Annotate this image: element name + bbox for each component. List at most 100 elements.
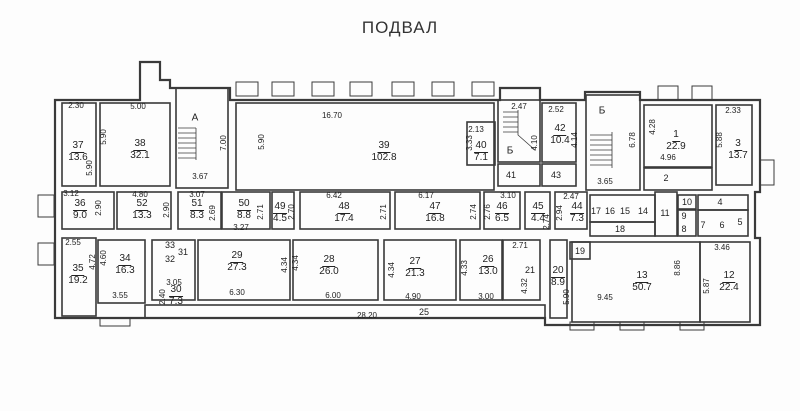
room-area: 6.5 bbox=[495, 212, 509, 224]
room-number: 15 bbox=[619, 206, 631, 216]
room-number: 29 bbox=[230, 250, 244, 263]
dimension-label: 4.34 bbox=[387, 262, 396, 278]
dimension-label: 2.13 bbox=[468, 125, 484, 134]
room-number: 4 bbox=[717, 197, 723, 207]
dimension-label: 2.74 bbox=[469, 204, 478, 220]
room-number: 34 bbox=[118, 253, 132, 266]
room-number: 12 bbox=[722, 270, 736, 283]
dimension-label: 2.71 bbox=[512, 241, 528, 250]
room-number: 10 bbox=[681, 197, 693, 207]
room-number: 11 bbox=[660, 208, 670, 218]
room-area: 50.7 bbox=[632, 281, 652, 293]
staircase-label: Б bbox=[598, 105, 606, 117]
dimension-label: 28.20 bbox=[356, 311, 378, 320]
dimension-label: 2.90 bbox=[94, 200, 103, 216]
dimension-label: 3.07 bbox=[189, 190, 205, 199]
dimension-label: 4.32 bbox=[520, 278, 529, 294]
dimension-label: 6.42 bbox=[326, 191, 342, 200]
dimension-label: 5.90 bbox=[562, 289, 571, 305]
windows bbox=[37, 81, 775, 331]
room-number: 35 bbox=[71, 263, 85, 276]
room-number: 3 bbox=[734, 138, 742, 151]
room-area: 13.0 bbox=[478, 265, 498, 277]
dimension-label: 2.74 bbox=[542, 214, 551, 230]
room-area: 10.4 bbox=[550, 134, 570, 146]
dimension-label: 9.45 bbox=[597, 293, 613, 302]
room-area: 7.3 bbox=[570, 212, 584, 224]
room-area: 32.1 bbox=[130, 149, 150, 161]
staircase-label: Б bbox=[506, 145, 514, 157]
room-number: 28 bbox=[322, 254, 336, 267]
dimension-label: 2.69 bbox=[208, 205, 217, 221]
dimension-label: 5.88 bbox=[715, 132, 724, 148]
room-area: 17.4 bbox=[334, 212, 354, 224]
room-number: 43 bbox=[550, 170, 562, 180]
room-number: 6 bbox=[719, 220, 725, 230]
dimension-label: 6.78 bbox=[628, 132, 637, 148]
room-number: 14 bbox=[637, 206, 649, 216]
dimension-label: 3.00 bbox=[478, 292, 494, 301]
room-number: 16 bbox=[604, 206, 616, 216]
room-number: 46 bbox=[495, 201, 509, 214]
room-number: 17 bbox=[590, 206, 602, 216]
room-number: 18 bbox=[614, 224, 626, 234]
room-number: 39 bbox=[377, 140, 391, 153]
room-outlines bbox=[61, 87, 753, 323]
room-area: 9.0 bbox=[73, 209, 87, 221]
room-area: 13.7 bbox=[728, 149, 748, 161]
room-area: 26.0 bbox=[319, 265, 339, 277]
dimension-label: 2.55 bbox=[65, 238, 81, 247]
dimension-label: 2.94 bbox=[555, 205, 564, 221]
dimension-label: 5.90 bbox=[99, 129, 108, 145]
room-number: 44 bbox=[570, 201, 584, 214]
room-area: 27.3 bbox=[227, 261, 247, 273]
room-area: 7.3 bbox=[169, 295, 183, 307]
room-number: 45 bbox=[531, 201, 545, 214]
dimension-label: 2.90 bbox=[162, 202, 171, 218]
room-area: 13.6 bbox=[68, 151, 88, 163]
room-number: 52 bbox=[135, 198, 149, 211]
room-number: 31 bbox=[177, 247, 189, 257]
dimension-label: 4.60 bbox=[99, 250, 108, 266]
room-area: 102.8 bbox=[371, 151, 397, 163]
room-area: 16.3 bbox=[115, 264, 135, 276]
room-number: 20 bbox=[551, 265, 565, 278]
room-number: 9 bbox=[681, 211, 687, 221]
dimension-label: 4.34 bbox=[280, 257, 289, 273]
room-number: 21 bbox=[524, 265, 536, 275]
room-number: 27 bbox=[408, 256, 422, 269]
dimension-label: 2.47 bbox=[563, 192, 579, 201]
room-number: 26 bbox=[481, 254, 495, 267]
dimension-label: 2.30 bbox=[68, 101, 84, 110]
dimension-label: 6.30 bbox=[229, 288, 245, 297]
dimension-label: 3.10 bbox=[500, 191, 516, 200]
dimension-label: 3.27 bbox=[233, 223, 249, 232]
dimension-label: 4.14 bbox=[570, 132, 579, 148]
room-number: 50 bbox=[237, 198, 251, 211]
room-number: 33 bbox=[164, 240, 176, 250]
room-number: 2 bbox=[663, 173, 669, 183]
dimension-label: 8.86 bbox=[673, 260, 682, 276]
dimension-label: 4.80 bbox=[132, 190, 148, 199]
dimension-label: 3.65 bbox=[597, 177, 613, 186]
